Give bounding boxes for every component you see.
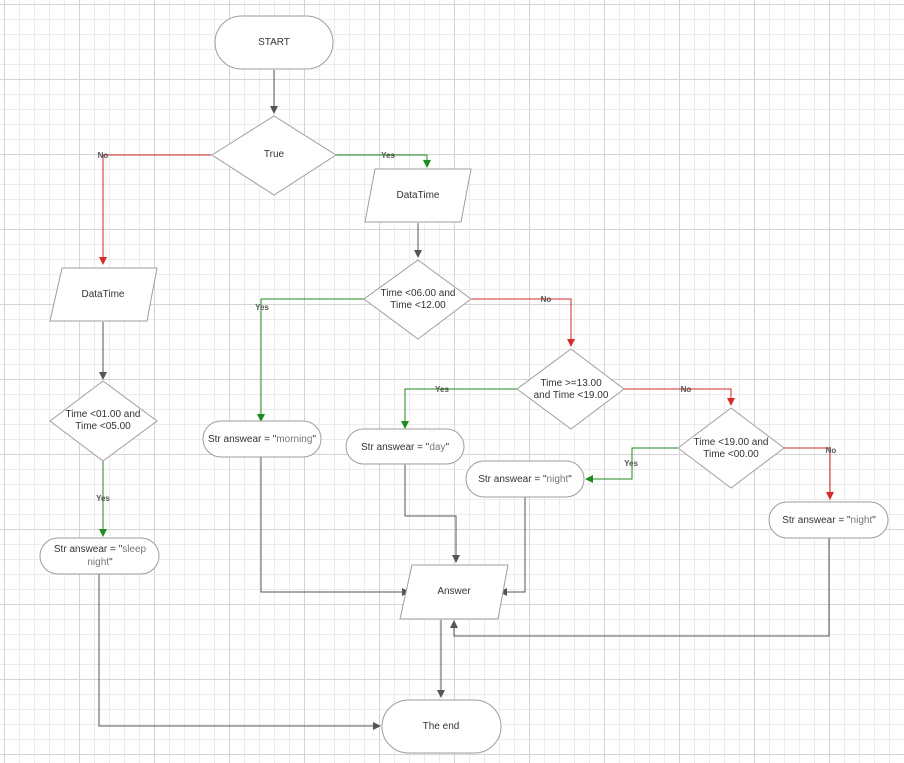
edge-label-day-yes: Yes (435, 385, 449, 394)
end-terminator[interactable]: The end (381, 699, 502, 754)
edge-true-yes[interactable] (336, 154, 431, 168)
edge-morning-yes[interactable] (257, 298, 364, 422)
edge-night-no[interactable] (784, 447, 834, 500)
answer-night-1-text: Str answear = "night" (478, 474, 572, 485)
decision-true[interactable]: True (211, 115, 337, 196)
answer-output[interactable]: Answer (399, 564, 509, 620)
edge-night1-to-answer[interactable] (499, 497, 526, 596)
start-label: START (258, 37, 290, 48)
decision-morning[interactable]: Time <06.00 and Time <12.00 (363, 259, 472, 340)
answer-night-2-text: Str answear = "night" (782, 515, 876, 526)
decision-sleep-line1: Time <01.00 and (66, 409, 141, 420)
edge-day-to-answer[interactable] (404, 464, 460, 563)
edge-morning-no[interactable] (471, 298, 575, 347)
datatime-left-label: DataTime (82, 289, 125, 300)
answer-day-text: Str answear = "day" (361, 442, 449, 453)
decision-sleep-line2: Time <05.00 (75, 421, 131, 432)
edge-label-true-no: No (98, 151, 109, 160)
decision-day-line1: Time >=13.00 (540, 378, 602, 389)
edge-label-night-no: No (826, 446, 837, 455)
edge-day-no[interactable] (624, 388, 735, 406)
edge-true-no[interactable] (99, 154, 211, 265)
decision-day-line2: and Time <19.00 (534, 390, 609, 401)
edge-label-night-yes: Yes (624, 459, 638, 468)
edge-label-day-no: No (681, 385, 692, 394)
decision-night-line1: Time <19.00 and (694, 437, 769, 448)
answer-sleep-line1: Str answear = "sleep (54, 544, 147, 555)
decision-sleep[interactable]: Time <01.00 and Time <05.00 (49, 380, 158, 462)
decision-true-label: True (264, 149, 285, 160)
decision-night-line2: Time <00.00 (703, 449, 759, 460)
process-answer-night-2[interactable]: Str answear = "night" (768, 501, 889, 539)
edge-morning-to-answer[interactable] (260, 457, 410, 596)
answer-output-label: Answer (437, 586, 471, 597)
decision-night[interactable]: Time <19.00 and Time <00.00 (677, 407, 785, 489)
decision-day[interactable]: Time >=13.00 and Time <19.00 (516, 348, 625, 430)
edge-label-true-yes: Yes (381, 151, 395, 160)
datatime-right-label: DataTime (397, 190, 440, 201)
end-label: The end (423, 721, 460, 732)
edge-sleep-to-end[interactable] (98, 574, 381, 730)
process-answer-night-1[interactable]: Str answear = "night" (465, 460, 585, 498)
answer-sleep-line2: night" (87, 557, 113, 568)
datatime-input-left[interactable]: DataTime (49, 267, 158, 322)
decision-morning-line1: Time <06.00 and (381, 288, 456, 299)
decision-morning-line2: Time <12.00 (390, 300, 446, 311)
edge-night-yes[interactable] (585, 447, 678, 483)
edge-day-yes[interactable] (401, 388, 517, 429)
start-terminator[interactable]: START (214, 15, 334, 70)
edge-label-morning-no: No (541, 295, 552, 304)
process-answer-sleep[interactable]: Str answear = "sleep night" (39, 537, 160, 575)
answer-morning-text: Str answear = "morning" (208, 434, 316, 445)
edge-night2-to-answer[interactable] (450, 538, 830, 637)
datatime-input-right[interactable]: DataTime (364, 168, 472, 223)
edge-label-sleep-yes: Yes (96, 494, 110, 503)
edge-labels: No Yes Yes No Yes No Yes No Yes (96, 151, 836, 503)
edge-label-morning-yes: Yes (255, 303, 269, 312)
process-answer-day[interactable]: Str answear = "day" (345, 428, 465, 465)
connectors (98, 70, 834, 730)
process-answer-morning[interactable]: Str answear = "morning" (202, 420, 322, 458)
